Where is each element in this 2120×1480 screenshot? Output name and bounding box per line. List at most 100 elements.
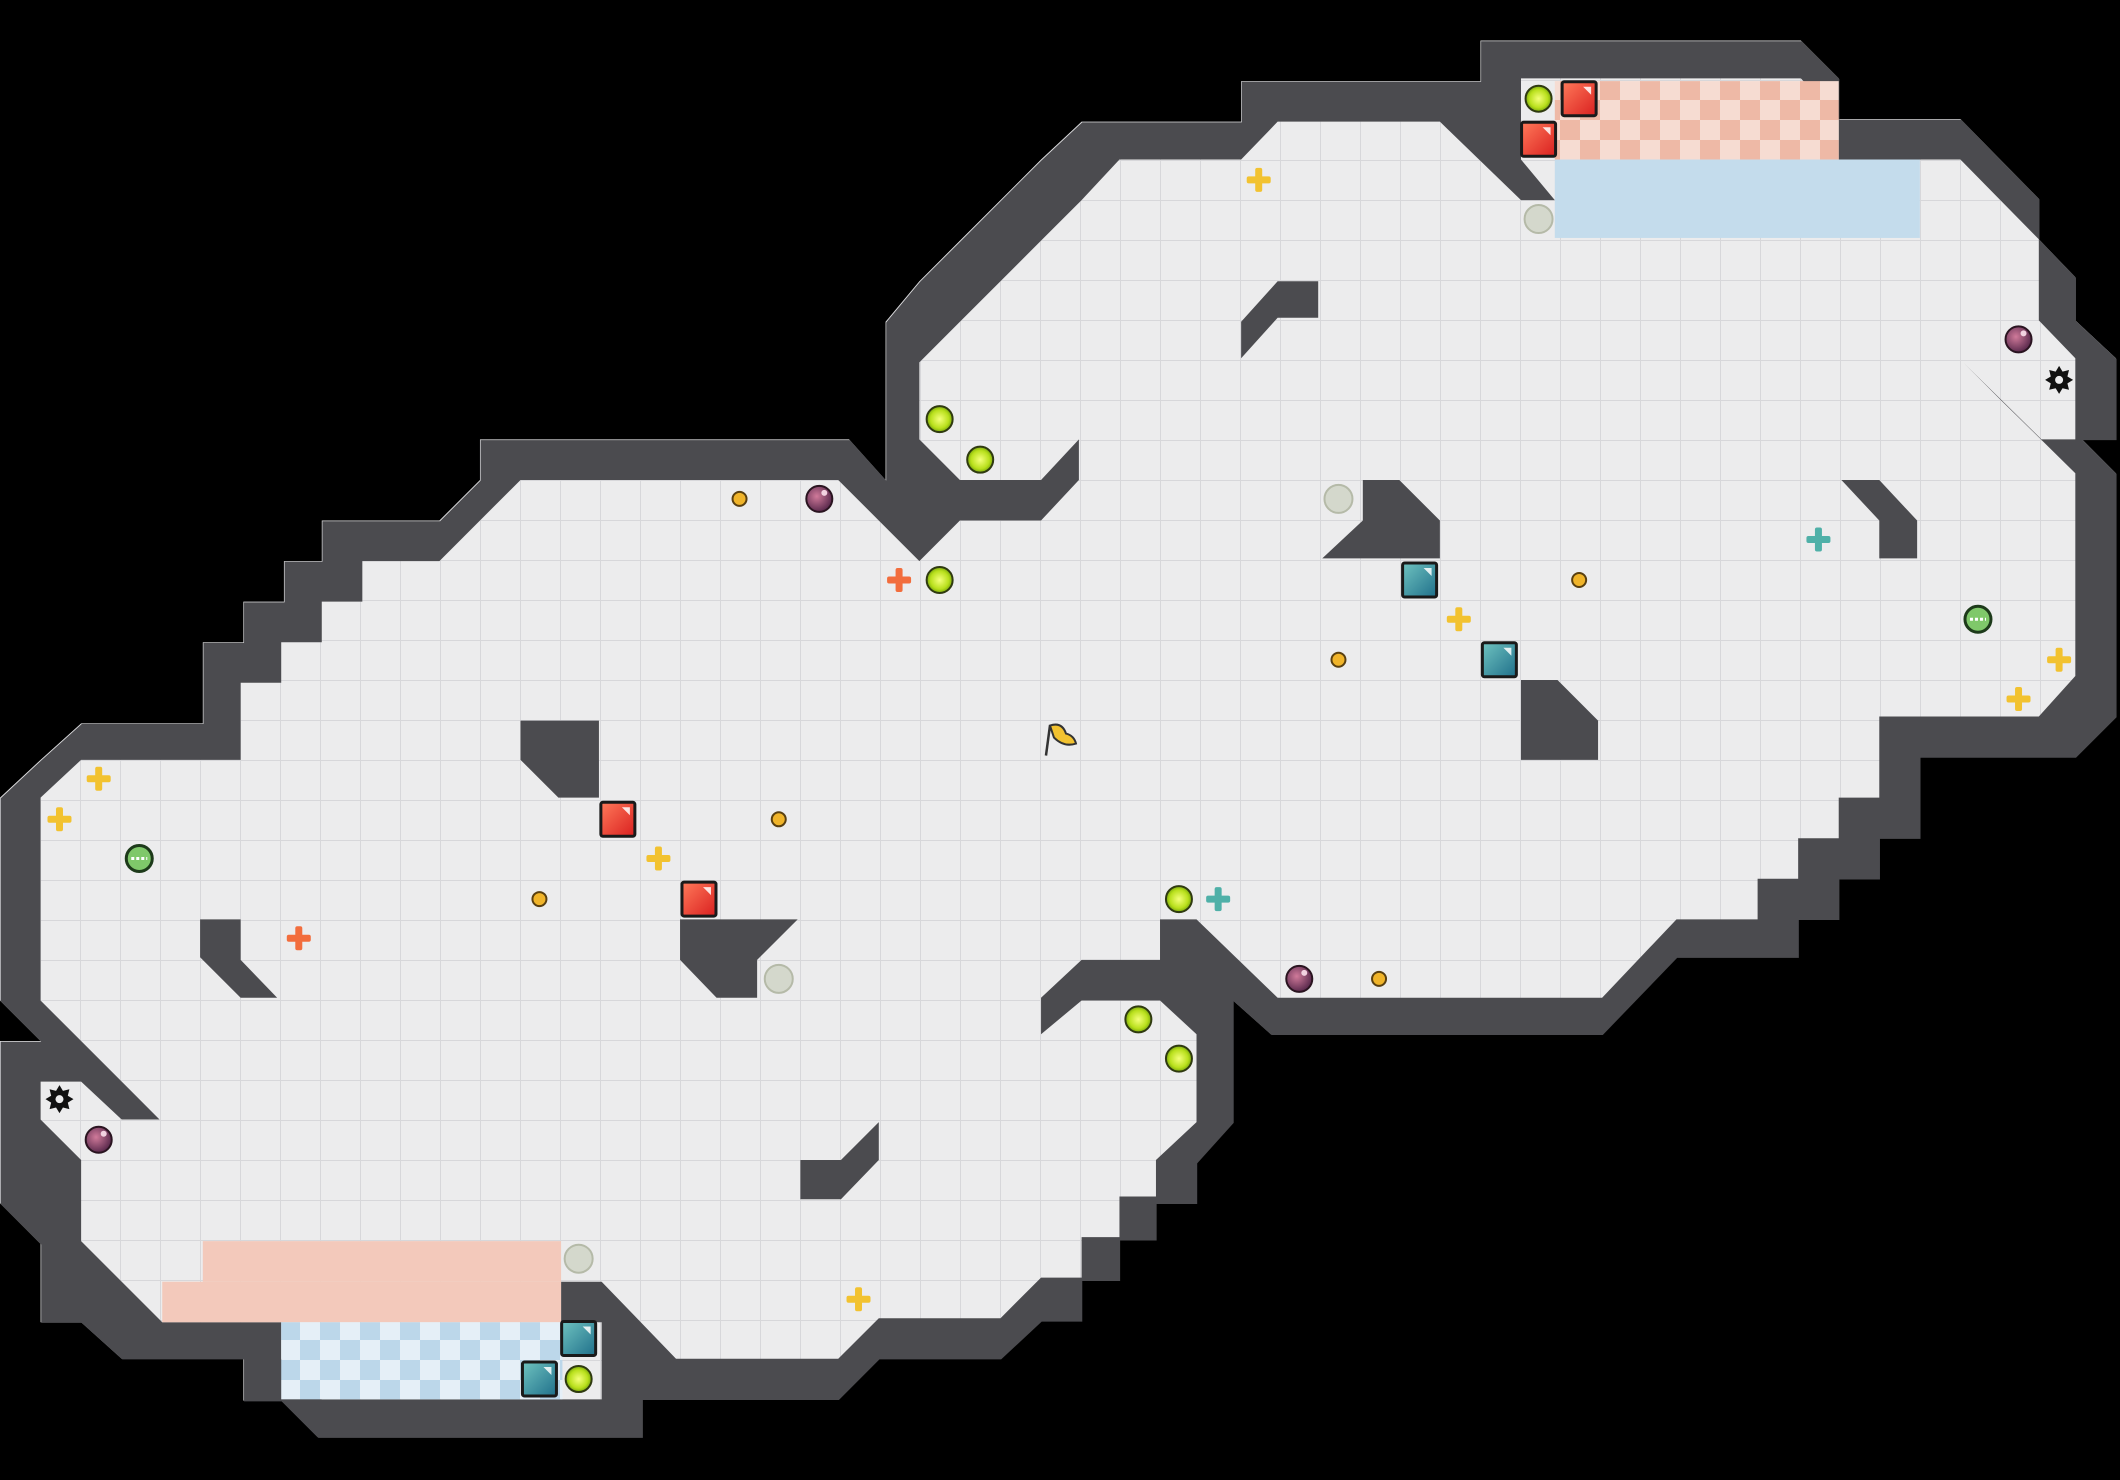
plus-icon-v [295,926,303,951]
gate-shine [1503,647,1512,656]
button-icon [531,891,548,908]
bomb-shine [1301,969,1308,976]
portal-icon [1523,204,1554,235]
interior-wall [200,919,278,998]
powerup-plus [1206,887,1231,912]
red-gate [1560,80,1598,118]
bomb-icon [1285,964,1314,993]
button-icon [770,811,787,828]
boost-pad [1164,1044,1193,1073]
red-gate [680,880,718,918]
plus-icon-v [654,846,662,871]
plus-icon-v [855,1287,863,1312]
spike-core [55,1095,64,1104]
powerup-plus [846,1287,871,1312]
plus-icon-v [55,807,63,832]
blue-gate [560,1319,598,1357]
interior-wall [800,1122,879,1200]
bomb [1285,964,1314,993]
plus-icon-v [1814,527,1822,552]
boost-pad-icon [564,1365,593,1394]
boost-pad-icon [1164,1044,1193,1073]
red-endzone-checker [1554,81,1839,160]
bomb-icon [805,484,834,513]
plus-icon-v [1455,607,1463,632]
powerup-plus [86,766,111,791]
neutral-flag [1044,723,1078,756]
gate-shine [582,1326,591,1335]
boost-pad-icon [1164,885,1193,914]
portal-icon [763,963,794,994]
bomb [805,484,834,513]
red-endzone-tiles-lower [162,1281,562,1323]
bomb [84,1125,113,1154]
end-zones [162,81,1920,1400]
portal-icon [563,1243,594,1274]
powerup-plus [646,846,671,871]
interior-wall [520,720,599,798]
powerup-plus [1446,607,1471,632]
powerup-plus [47,807,72,832]
button-icon [1371,970,1388,987]
boost-pad-icon [925,405,954,434]
flag-pole [1044,725,1052,756]
spike [45,1085,74,1114]
bomb-icon [2004,325,2033,354]
gate-shine [543,1367,552,1376]
plus-icon-v [895,568,903,593]
jukejuice [124,844,154,874]
blue-gate [1401,561,1439,599]
boost-pad [925,566,954,595]
red-gate [1520,120,1558,158]
plus-icon-v [1255,167,1263,192]
boost-pad [1124,1005,1153,1034]
map-items [45,80,2074,1398]
boost-pad-icon [1124,1005,1153,1034]
interior-wall [1521,680,1599,760]
interior-wall [1241,281,1319,359]
interior-wall [680,919,798,998]
powerup-plus [887,568,912,593]
gate-shine [1542,127,1551,136]
bomb [2004,325,2033,354]
powerup-plus [1806,527,1831,552]
interior-wall [1841,479,1918,559]
plus-icon-v [95,766,103,791]
boost-pad [966,445,995,474]
plus-icon-v [2055,647,2063,672]
gate-shine [1583,86,1592,95]
portal-icon [1323,483,1354,514]
powerup-plus [2006,686,2031,711]
blue-endzone-tiles [1554,159,1920,238]
powerup-plus [286,926,311,951]
blue-gate [520,1360,558,1398]
gate-shine [1423,568,1432,577]
spike-core [2055,375,2064,384]
boost-pad [564,1365,593,1394]
button-icon [1571,572,1588,589]
bomb-shine [821,489,828,496]
boost-pad-icon [925,566,954,595]
gate-shine [702,887,711,896]
boost-pad [1164,885,1193,914]
neutral-flag-icon [1048,723,1078,746]
boost-pad [925,405,954,434]
bomb-icon [84,1125,113,1154]
red-gate [599,800,637,838]
button-icon [731,490,748,507]
bomb-shine [2020,330,2027,337]
blue-gate [1480,641,1518,679]
blue-endzone-checker [281,1322,563,1400]
jukejuice [1963,604,1993,634]
boost-pad [1524,84,1553,113]
boost-pad-icon [966,445,995,474]
red-endzone-tiles [202,1241,562,1282]
plus-icon-v [1214,887,1222,912]
button-icon [1330,651,1347,668]
spike [2045,365,2074,394]
gate-shine [621,807,630,816]
bomb-shine [100,1130,107,1137]
interior-walls [200,281,1918,1200]
